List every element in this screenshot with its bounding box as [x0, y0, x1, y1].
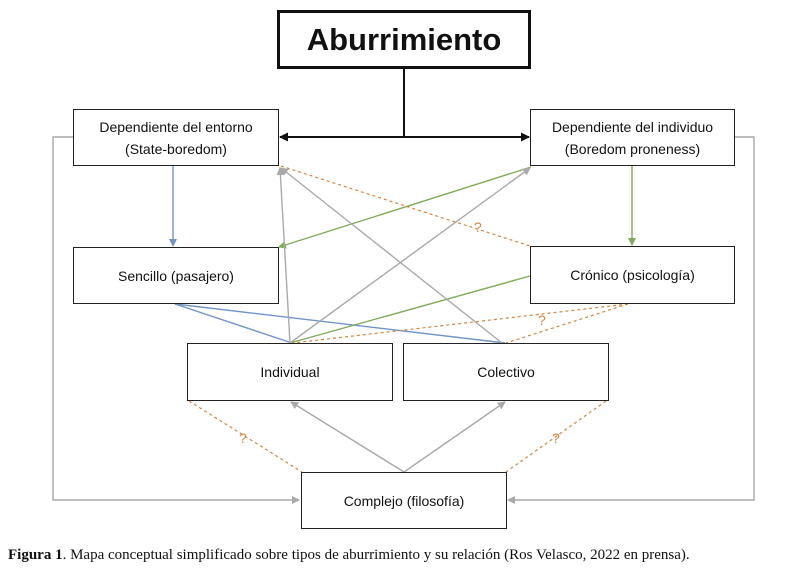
node-complex-label: Complejo (filosofía) [343, 492, 465, 509]
title-box: Aburrimiento [277, 10, 531, 69]
figure-caption: Figura 1. Mapa conceptual simplificado s… [8, 547, 793, 564]
simple-to-individual-line [174, 303, 293, 344]
node-individual-line1: Dependiente del individuo [551, 118, 714, 135]
node-environment-dependent: Dependiente del entorno (State-boredom) [73, 109, 279, 166]
individual-to-env-arrow [276, 167, 291, 344]
individual-complex-dashed-link [188, 400, 303, 473]
complex-to-collective-arrow [403, 401, 506, 473]
simple-to-collective-line [174, 303, 506, 344]
node-simple-label: Sencillo (pasajero) [118, 267, 234, 284]
title-text: Aburrimiento [306, 21, 502, 57]
node-environment-line1: Dependiente del entorno [99, 118, 253, 135]
node-collective-label: Colectivo [477, 364, 535, 380]
ind-to-simple-arrow [278, 166, 532, 249]
figure-caption-text: . Mapa conceptual simplificado sobre tip… [62, 547, 690, 563]
chronic-to-individual-line [289, 275, 531, 344]
complex-to-individual-arrow [290, 401, 405, 473]
chronic-collective-dashed-link [505, 303, 629, 344]
uncertain-marker-bottom-right: ? [552, 430, 560, 446]
node-simple: Sencillo (pasajero) [73, 247, 279, 304]
env-chronic-dashed-link [280, 165, 531, 247]
node-environment-line2: (State-boredom) [125, 140, 227, 157]
node-individual-dependent: Dependiente del individuo (Boredom prone… [530, 109, 735, 166]
node-complex: Complejo (filosofía) [301, 472, 507, 529]
uncertain-marker-top: ? [474, 219, 482, 235]
node-chronic: Crónico (psicología) [530, 246, 735, 304]
figure-caption-label: Figura 1 [8, 547, 63, 563]
node-chronic-label: Crónico (psicología) [570, 267, 695, 283]
node-individual-label: Individual [260, 364, 320, 380]
collective-to-env-arrow [280, 167, 503, 344]
env-to-complex-loop [52, 136, 300, 504]
uncertain-marker-bottom-left: ? [239, 430, 247, 446]
node-individual: Individual [187, 343, 393, 401]
ind-to-complex-loop [507, 136, 755, 504]
individual-to-ind-arrow [289, 167, 531, 344]
chronic-individual-dashed-link [292, 303, 629, 344]
uncertain-marker-middle: ? [538, 312, 546, 328]
collective-complex-dashed-link [505, 400, 607, 473]
node-individual-line2: (Boredom proneness) [564, 140, 701, 157]
node-collective: Colectivo [403, 343, 609, 401]
